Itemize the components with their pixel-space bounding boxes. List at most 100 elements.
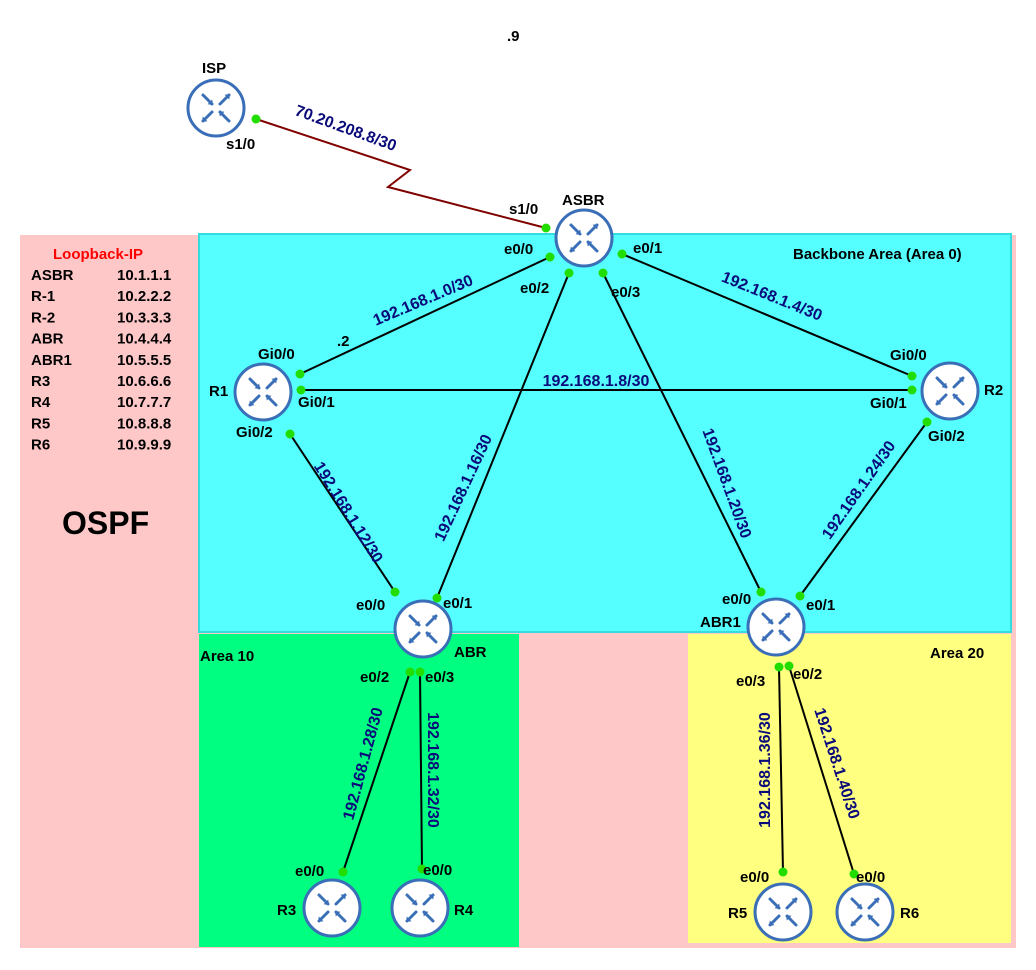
area20-label: Area 20 <box>930 645 984 662</box>
router-body <box>920 361 980 421</box>
ethernet-link <box>436 272 570 599</box>
router-r4[interactable]: R4 <box>390 878 474 938</box>
loopback-router-name: R3 <box>31 373 50 390</box>
loopback-router-name: R5 <box>31 415 50 432</box>
router-body <box>233 362 293 422</box>
ethernet-link <box>788 665 855 875</box>
router-label: R4 <box>454 902 474 919</box>
router-asbr[interactable]: ASBR <box>554 192 614 268</box>
loopback-router-name: R-1 <box>31 288 55 305</box>
router-label: R1 <box>209 383 228 400</box>
router-label: ASBR <box>562 192 605 209</box>
port-label: Gi0/2 <box>928 428 965 445</box>
loopback-ip: 10.7.7.7 <box>117 394 171 411</box>
router-label: R5 <box>728 905 747 922</box>
port-dot <box>390 587 400 597</box>
ethernet-link <box>299 256 551 375</box>
ethernet-link <box>621 253 913 377</box>
router-icon <box>317 893 347 923</box>
router-icon <box>248 377 278 407</box>
ethernet-link <box>289 433 396 593</box>
router-body <box>302 878 362 938</box>
port-dot <box>617 249 627 259</box>
loopback-router-name: ASBR <box>31 267 74 284</box>
port-dot <box>774 662 784 672</box>
router-icon <box>850 897 880 927</box>
router-r3[interactable]: R3 <box>277 878 362 938</box>
ethernet-link <box>602 272 762 593</box>
loopback-ip: 10.3.3.3 <box>117 309 171 326</box>
port-dot <box>907 371 917 381</box>
ospf-label: OSPF <box>62 505 149 541</box>
loopback-ip: 10.4.4.4 <box>117 331 172 348</box>
backbone-area-label: Backbone Area (Area 0) <box>793 246 962 263</box>
router-icon <box>405 893 435 923</box>
host-label: .2 <box>337 333 350 350</box>
loopback-router-name: ABR <box>31 331 64 348</box>
router-icon <box>768 897 798 927</box>
loopback-ip: 10.5.5.5 <box>117 352 171 369</box>
loopback-ip: 10.1.1.1 <box>117 267 171 284</box>
router-body <box>835 882 895 942</box>
network-label: 192.168.1.8/30 <box>543 373 650 390</box>
port-label: Gi0/1 <box>298 394 335 411</box>
router-isp[interactable]: ISP <box>186 60 246 138</box>
port-dot <box>849 869 859 879</box>
port-label: e0/3 <box>736 673 765 690</box>
port-label: e0/1 <box>633 240 662 257</box>
port-label: s1/0 <box>509 201 538 218</box>
port-label: e0/1 <box>806 597 835 614</box>
ethernet-link <box>799 421 928 597</box>
port-dot <box>432 593 442 603</box>
serial-link <box>255 118 547 229</box>
router-r5[interactable]: R5 <box>728 882 813 942</box>
area-10 <box>199 634 519 947</box>
loopback-router-name: R-2 <box>31 309 55 326</box>
port-label: Gi0/2 <box>236 424 273 441</box>
router-r6[interactable]: R6 <box>835 882 919 942</box>
router-abr1[interactable]: ABR1 <box>700 597 806 657</box>
port-dot <box>795 591 805 601</box>
port-dot <box>598 268 608 278</box>
router-body <box>746 597 806 657</box>
port-label: e0/3 <box>611 284 640 301</box>
loopback-ip: 10.6.6.6 <box>117 373 171 390</box>
port-label: e0/0 <box>504 241 533 258</box>
router-r1[interactable]: R1 <box>209 362 293 422</box>
port-dot <box>405 667 415 677</box>
port-label: e0/0 <box>423 862 452 879</box>
port-label: e0/0 <box>856 869 885 886</box>
port-dot <box>756 587 766 597</box>
router-body <box>753 882 813 942</box>
router-body <box>554 208 614 268</box>
port-label: e0/2 <box>360 669 389 686</box>
ethernet-link <box>778 666 784 873</box>
port-dot <box>907 385 917 395</box>
router-r2[interactable]: R2 <box>920 361 1003 421</box>
port-dot <box>545 252 555 262</box>
port-dot <box>784 661 794 671</box>
port-dot <box>296 385 306 395</box>
port-label: e0/0 <box>722 591 751 608</box>
network-label: 70.20.208.8/30 <box>292 103 398 156</box>
router-abr[interactable]: ABR <box>393 599 487 661</box>
port-dot <box>778 867 788 877</box>
loopback-router-name: R6 <box>31 437 50 454</box>
loopback-title: Loopback-IP <box>53 246 143 263</box>
router-label: R3 <box>277 902 296 919</box>
port-dot <box>922 417 932 427</box>
port-dot <box>541 223 551 233</box>
ethernet-link <box>419 671 423 870</box>
loopback-ip: 10.9.9.9 <box>117 437 171 454</box>
router-label: ABR1 <box>700 614 741 631</box>
ethernet-link <box>342 671 411 873</box>
port-dot <box>415 667 425 677</box>
port-label: e0/2 <box>520 280 549 297</box>
port-label: e0/0 <box>295 863 324 880</box>
port-dot <box>251 114 261 124</box>
